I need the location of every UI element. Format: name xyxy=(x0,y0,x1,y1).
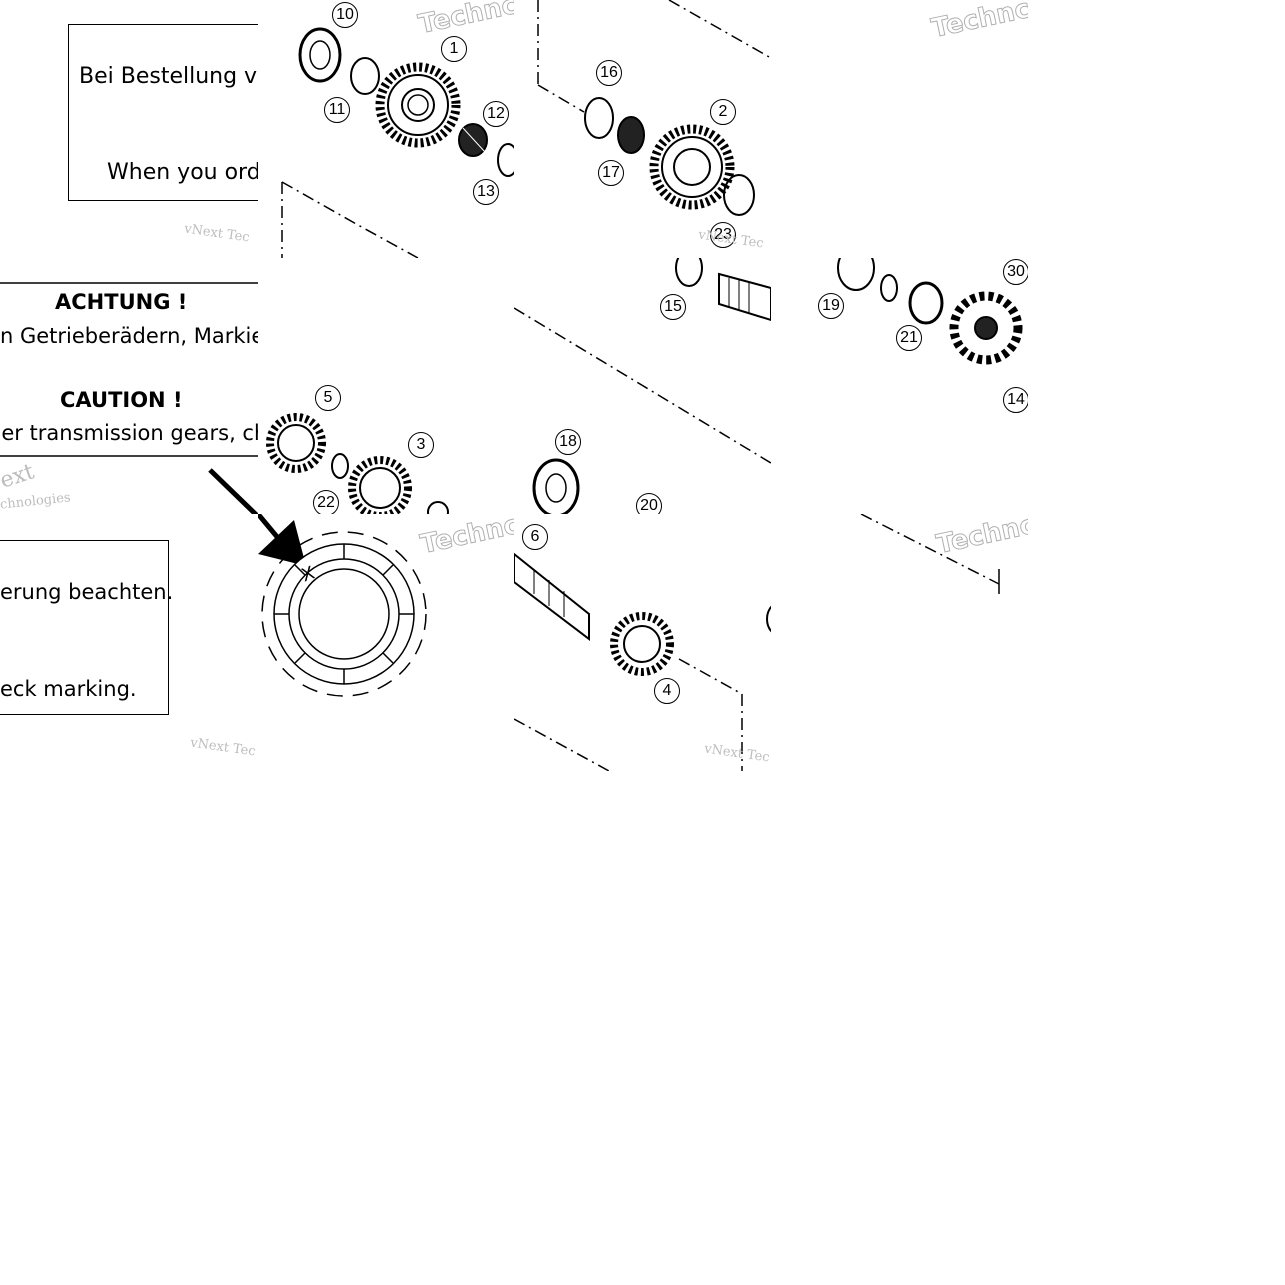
callout-17: 17 xyxy=(598,160,624,186)
caution-frame xyxy=(0,282,258,514)
tile-sprocket: 19 21 30 14 xyxy=(771,258,1028,514)
callout-12: 12 xyxy=(483,101,509,127)
gear-drawing-1 xyxy=(281,27,514,258)
tile-bottom-right: Technc xyxy=(771,514,1028,771)
callout-15: 15 xyxy=(660,294,686,320)
callout-5: 5 xyxy=(315,385,341,411)
order-note-en: When you ord xyxy=(107,160,258,185)
tile-marking-note: erung beachten. eck marking. vNext Tec xyxy=(0,514,258,771)
callout-18: 18 xyxy=(555,429,581,455)
callout-30: 30 xyxy=(1003,259,1028,285)
tile-caution-note: ACHTUNG ! n Getrieberädern, Markie CAUTI… xyxy=(0,258,258,514)
tile-gears-top-left: 10 1 11 12 13 Technc xyxy=(258,0,514,258)
gear-drawing-2 xyxy=(537,0,771,216)
gear-drawing-3 xyxy=(266,413,449,514)
gear-drawing-6 xyxy=(514,552,771,771)
callout-3: 3 xyxy=(408,432,434,458)
callout-4: 4 xyxy=(654,678,680,704)
callout-20: 20 xyxy=(636,493,662,514)
gear-detail xyxy=(258,514,427,697)
tile-top-right: Technc xyxy=(771,0,1028,258)
caution-text-en: der transmission gears, ch xyxy=(0,421,258,445)
tile-shaft: 6 4 vNext Tec xyxy=(514,514,771,771)
caution-title-de: ACHTUNG ! xyxy=(55,290,188,314)
tile-gears-middle-left: 5 3 22 xyxy=(258,258,514,514)
callout-6: 6 xyxy=(522,524,548,550)
callout-21: 21 xyxy=(896,325,922,351)
order-note-box xyxy=(68,24,258,201)
callout-16: 16 xyxy=(596,60,622,86)
caution-text-de: n Getrieberädern, Markie xyxy=(0,324,258,348)
callout-13: 13 xyxy=(473,179,499,205)
frame-lines xyxy=(860,514,1000,594)
tile-gears-middle-center: 15 18 20 xyxy=(514,258,771,514)
caution-title-en: CAUTION ! xyxy=(60,388,183,412)
tile-marked-gear: X Technc xyxy=(258,514,514,771)
gear-drawing-4 xyxy=(514,258,771,514)
marking-note-en: eck marking. xyxy=(0,677,137,701)
order-note-de: Bei Bestellung vo xyxy=(79,64,258,89)
callout-1: 1 xyxy=(441,36,467,62)
tile-gears-top-center: 16 2 17 23 vNext Tec xyxy=(514,0,771,258)
callout-19: 19 xyxy=(818,293,844,319)
watermark-brand: vNext Tec xyxy=(183,221,251,246)
callout-14: 14 xyxy=(1003,387,1028,413)
marking-note-box xyxy=(0,540,169,715)
tile-order-note: Bei Bestellung vo When you ord vNext Tec xyxy=(0,0,258,258)
callout-10: 10 xyxy=(332,2,358,28)
gear-drawing-5 xyxy=(837,258,1023,365)
callout-23: 23 xyxy=(710,222,736,248)
callout-22: 22 xyxy=(313,490,339,514)
callout-11: 11 xyxy=(324,97,350,123)
marking-note-de: erung beachten. xyxy=(0,580,174,604)
watermark-brand-3: vNext Tec xyxy=(189,735,257,760)
watermark-brand-big-2: Technc xyxy=(928,0,1028,45)
callout-2: 2 xyxy=(710,99,736,125)
